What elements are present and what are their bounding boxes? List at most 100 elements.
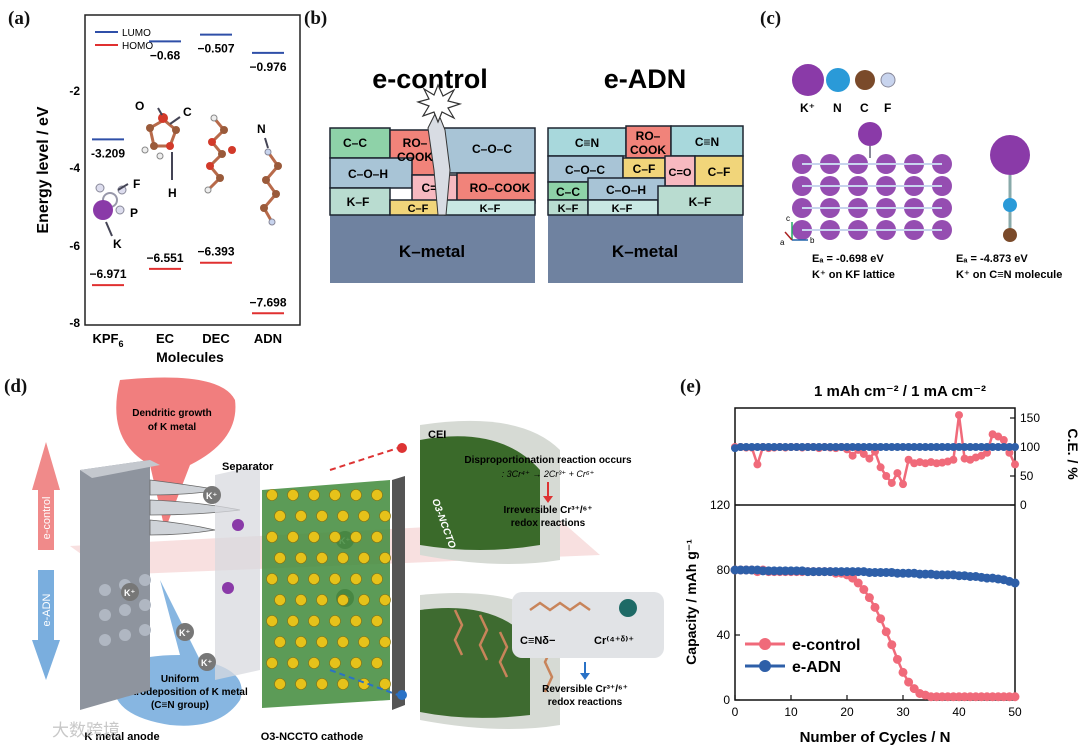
e-adn-ce-point (1005, 443, 1014, 451)
x-tick: KPF6 (92, 331, 123, 349)
k-metal-right-label: K–metal (612, 242, 678, 261)
oxygen-atom (295, 594, 307, 606)
y-axis-label: Energy level / eV (35, 106, 52, 234)
oxygen-atom (371, 615, 383, 627)
panel-e: (e) 1 mAh cm⁻² / 1 mA cm⁻² Capacity / mA… (680, 370, 1080, 748)
oxygen-atom (295, 510, 307, 522)
y-tick: -2 (69, 84, 80, 98)
ea-left: Eₐ = -0.698 eV (812, 253, 884, 265)
series (730, 411, 1020, 702)
irreversible-line2: redox reactions (511, 518, 586, 529)
sei-schematic: e-control e-ADN K–metal C–C RO– COOK C–O… (329, 64, 744, 283)
leader-red (329, 447, 399, 471)
legend-lumo: LUMO (122, 28, 151, 39)
oxygen-atom (316, 594, 328, 606)
legend-e-control-marker (759, 638, 771, 650)
e-adn-ce-point (899, 443, 907, 451)
cathode-label: O3-NCCTO cathode (261, 731, 363, 743)
sei-right-cells (547, 125, 744, 216)
carbon-atom-icon (855, 70, 875, 90)
e-adn-ce-point (792, 443, 801, 451)
dendrite-crack (427, 108, 451, 216)
oxygen-atom (329, 489, 341, 501)
oxygen-atom (266, 657, 278, 669)
y2-tick: 50 (1020, 469, 1034, 483)
plot-frame (84, 14, 301, 326)
atom-label-h: H (168, 186, 177, 200)
oxygen-atom (274, 594, 286, 606)
oxygen-atom (379, 552, 391, 564)
axis-indicator: c a b (780, 214, 815, 247)
e-control-capacity-point (864, 593, 874, 603)
y2-tick: 0 (1020, 498, 1027, 512)
oxygen-atom (274, 510, 286, 522)
oxygen-atom (371, 489, 383, 501)
k-ion-label: K⁺ (179, 628, 190, 638)
oxygen-atom (379, 636, 391, 648)
atom-label-k: K (113, 237, 122, 251)
e-adn-label: e-ADN (41, 593, 53, 626)
desc-right: K⁺ on C≡N molecule (956, 269, 1062, 281)
dispro-line1: Disproportionation reaction occurs (464, 455, 632, 466)
legend-c: C (860, 101, 869, 115)
oxygen-atom (266, 573, 278, 585)
legend-n: N (833, 101, 842, 115)
desc-left: K⁺ on KF lattice (812, 269, 895, 281)
sei-cell-label: RO– (403, 136, 428, 150)
sei-cell-label: K–F (480, 203, 501, 215)
purple-ions (222, 519, 244, 594)
y-tick: 120 (710, 498, 730, 512)
e-adn-ce-point (943, 443, 952, 451)
sei-cell-label: K–F (689, 195, 712, 209)
title-e-adn: e-ADN (604, 64, 687, 94)
oxygen-atom (337, 594, 349, 606)
e-control-capacity-point (904, 677, 914, 687)
e-adn-ce-point (915, 443, 924, 451)
uniform-line2: Electrodeposition of K metal (112, 687, 248, 698)
e-adn-ce-point (815, 443, 823, 451)
e-control-capacity-point (881, 627, 891, 637)
sei-cell-label: C–F (633, 162, 656, 176)
homo-value-1: −6.551 (146, 251, 183, 265)
oxygen-atom (350, 531, 362, 543)
e-adn-capacity-point (1010, 578, 1020, 588)
e-control-capacity-point (876, 614, 886, 624)
panel-d: (d) e-control e-ADN Dendritic growth of … (0, 370, 680, 748)
e-control-ce-point (848, 451, 857, 460)
sei-cell-label: RO– (636, 129, 661, 143)
x-axis-label: Number of Cycles / N (800, 729, 951, 746)
homo-value-0: −6.971 (89, 267, 126, 281)
ec-molecule (141, 113, 180, 160)
k-ion-label: K⁺ (206, 491, 217, 501)
legend-e-adn-marker (759, 660, 771, 672)
oxygen-atom (316, 552, 328, 564)
dispro-line2: : 3Cr⁴⁺ → 2Cr³⁺ + Cr⁶⁺ (502, 469, 595, 479)
sei-cell-label: C–C (556, 185, 580, 199)
sei-cell-label: K–F (558, 203, 579, 215)
oxygen-atom (295, 552, 307, 564)
oxygen-atom (358, 510, 370, 522)
k-ion-label: K⁺ (201, 658, 212, 668)
arrow (264, 137, 269, 149)
y2-tick: 150 (1020, 411, 1040, 425)
oxygen-atom (329, 573, 341, 585)
e-control-capacity-point (887, 640, 897, 650)
sei-cell-label: RO–COOK (470, 181, 531, 195)
oxygen-atom (358, 552, 370, 564)
e-adn-arrow-icon (32, 570, 60, 680)
oxygen-atom (266, 531, 278, 543)
x-tick: DEC (202, 331, 230, 346)
e-control-ce-point (882, 472, 891, 480)
e-adn-ce-point (809, 443, 818, 451)
e-adn-ce-point (843, 443, 851, 451)
oxygen-atom (308, 615, 320, 627)
e-adn-ce-point (865, 443, 874, 451)
y2-tick: 100 (1020, 440, 1040, 454)
e-adn-ce-point (1011, 443, 1019, 451)
anode-label: K metal anode (84, 731, 159, 743)
oxygen-atom (308, 657, 320, 669)
e-control-capacity-line (735, 568, 1015, 698)
e-adn-ce-point (887, 443, 896, 451)
lumo-value-0: -3.209 (91, 146, 125, 160)
